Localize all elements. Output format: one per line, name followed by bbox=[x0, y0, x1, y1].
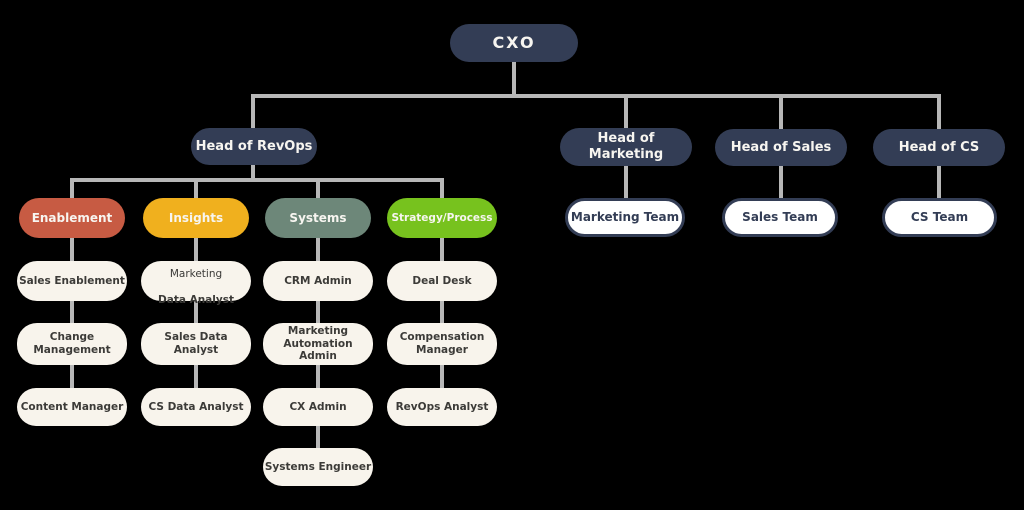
org-node-group-systems: Systems bbox=[265, 198, 371, 238]
org-node-team-cs: CS Team bbox=[882, 198, 997, 237]
connector-line bbox=[937, 166, 941, 198]
org-node-role-crm-admin: CRM Admin bbox=[263, 261, 373, 301]
connector-line bbox=[440, 178, 444, 198]
org-node-role-marketing-automation-admin: Marketing Automation Admin bbox=[263, 323, 373, 365]
org-node-head-sales: Head of Sales bbox=[715, 129, 847, 166]
connector-line bbox=[316, 178, 320, 198]
org-node-group-strategy-process: Strategy/Process bbox=[387, 198, 497, 238]
org-node-role-cs-data-analyst: CS Data Analyst bbox=[141, 388, 251, 426]
connector-line bbox=[194, 238, 198, 390]
connector-line bbox=[624, 94, 628, 128]
org-node-team-sales: Sales Team bbox=[722, 198, 838, 237]
connector-line bbox=[194, 178, 198, 198]
org-node-role-systems-engineer: Systems Engineer bbox=[263, 448, 373, 486]
connector-line bbox=[70, 178, 444, 182]
org-node-cxo: CXO bbox=[450, 24, 578, 62]
org-node-group-enablement: Enablement bbox=[19, 198, 125, 238]
connector-line bbox=[440, 238, 444, 390]
org-node-role-sales-enablement: Sales Enablement bbox=[17, 261, 127, 301]
connector-line bbox=[779, 166, 783, 198]
connector-line bbox=[624, 166, 628, 198]
org-node-team-marketing: Marketing Team bbox=[565, 198, 685, 237]
org-node-role-cx-admin: CX Admin bbox=[263, 388, 373, 426]
org-node-role-revops-analyst: RevOps Analyst bbox=[387, 388, 497, 426]
org-node-head-marketing: Head of Marketing bbox=[560, 128, 692, 166]
connector-line bbox=[779, 94, 783, 129]
org-node-role-change-management: Change Management bbox=[17, 323, 127, 365]
connector-line bbox=[251, 94, 941, 98]
org-node-role-compensation-manager: Compensation Manager bbox=[387, 323, 497, 365]
connector-line bbox=[70, 238, 74, 390]
org-node-group-insights: Insights bbox=[143, 198, 249, 238]
org-node-head-revops: Head of RevOps bbox=[191, 128, 317, 165]
role-label-line2: Data Analyst bbox=[158, 293, 234, 306]
org-node-role-marketing-data-analyst: Marketing Data Analyst bbox=[141, 261, 251, 306]
connector-line bbox=[251, 94, 255, 128]
org-node-head-cs: Head of CS bbox=[873, 129, 1005, 166]
org-node-role-sales-data-analyst: Sales Data Analyst bbox=[141, 323, 251, 365]
connector-line bbox=[512, 62, 516, 98]
connector-line bbox=[70, 178, 74, 198]
org-node-role-deal-desk: Deal Desk bbox=[387, 261, 497, 301]
connector-line bbox=[251, 165, 255, 182]
role-label-line1: Marketing bbox=[169, 268, 223, 281]
org-node-role-content-manager: Content Manager bbox=[17, 388, 127, 426]
connector-line bbox=[937, 94, 941, 129]
